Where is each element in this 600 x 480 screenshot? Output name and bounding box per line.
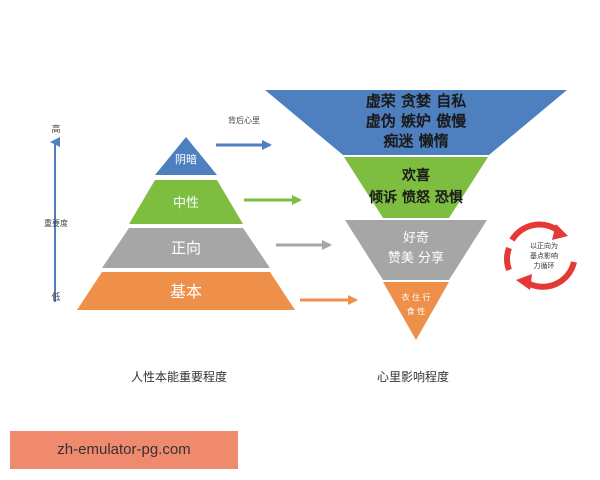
influence-level-emotion — [344, 157, 488, 218]
pyramid-label-basic: 基本 — [170, 282, 202, 301]
pyramid-label-dark: 阴暗 — [175, 152, 197, 166]
emotion-line-2: 倾诉 愤怒 恐惧 — [368, 189, 463, 206]
pyramid-level-dark — [155, 137, 217, 175]
cycle-arc-left — [504, 246, 512, 272]
basic-line-1: 衣 住 行 — [401, 292, 430, 302]
pyramid-level-basic — [77, 272, 295, 310]
vice-line-3: 痴迷 懒惰 — [383, 132, 448, 150]
curiosity-line-1: 好奇 — [403, 230, 429, 246]
pyramid-level-positive — [102, 228, 270, 268]
influence-level-basic — [383, 282, 449, 340]
watermark-banner: zh-emulator-pg.com — [10, 431, 238, 469]
pyramid-caption: 人性本能重要程度 — [131, 370, 228, 384]
axis-top-label: 高 — [51, 123, 60, 135]
importance-axis: 高 重要度 低 — [44, 123, 68, 303]
influence-level-vice — [265, 90, 567, 155]
pyramid-label-positive: 正向 — [171, 239, 201, 257]
pyramid-label-neutral: 中性 — [173, 196, 199, 211]
cycle-head-bottom — [516, 274, 532, 290]
cycle-line-1: 以正向为 — [530, 241, 558, 250]
vice-line-1: 虚荣 贪婪 自私 — [366, 92, 466, 110]
basic-line-2: 食 性 — [407, 306, 426, 316]
influence-level-curiosity-band — [345, 220, 487, 280]
emotion-line-1: 欢喜 — [401, 167, 430, 184]
triangle-caption: 心里影响程度 — [377, 370, 450, 384]
influence-triangle: 虚荣 贪婪 自私 虚伪 嫉妒 傲慢 痴迷 懒惰 欢喜 倾诉 愤怒 恐惧 好奇 赞… — [265, 90, 567, 340]
cycle-badge: 以正向为 基点影响 力循环 — [504, 221, 577, 290]
instinct-pyramid: 阴暗 中性 正向 基本 — [77, 137, 295, 310]
arrow-note: 背后心里 — [228, 115, 260, 125]
axis-middle-label: 重要度 — [44, 218, 68, 228]
vice-line-2: 虚伪 嫉妒 傲慢 — [366, 112, 467, 130]
cycle-arc-bottom — [524, 261, 577, 290]
cycle-line-2: 基点影响 — [530, 251, 558, 260]
pyramid-level-neutral — [129, 180, 243, 224]
cycle-head-top — [552, 224, 568, 240]
axis-bottom-label: 低 — [51, 291, 60, 303]
connector-arrows: 背后心里 — [216, 115, 358, 305]
curiosity-line-2: 赞美 分享 — [388, 250, 444, 266]
cycle-line-3: 力循环 — [534, 261, 555, 270]
